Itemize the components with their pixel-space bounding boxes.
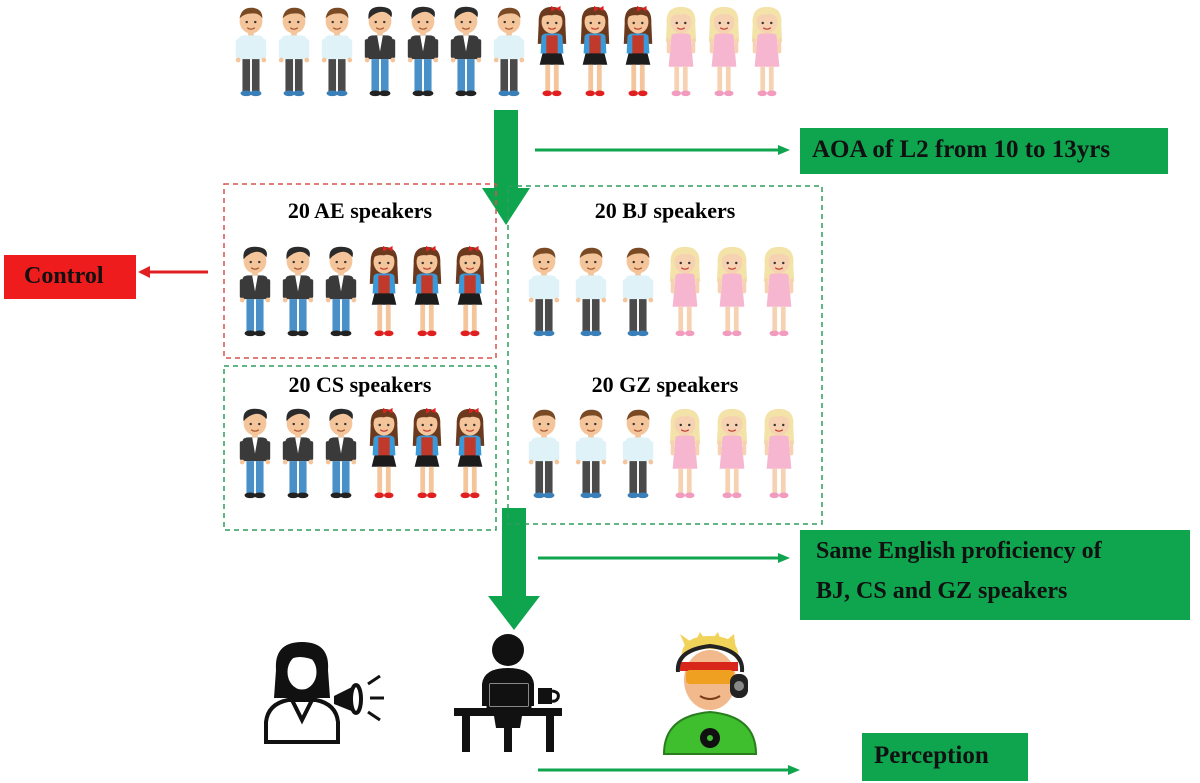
girl-pink-dress-figure (665, 406, 705, 501)
control-label: Control (24, 263, 104, 289)
boy-dark-jacket-figure (361, 4, 399, 99)
aoa-label: AOA of L2 from 10 to 13yrs (812, 136, 1111, 163)
girl-red-dress-figure (451, 244, 489, 339)
boy-blue-shirt-figure (490, 4, 528, 99)
boy-dark-jacket-figure (322, 406, 360, 501)
girl-pink-dress-figure (712, 244, 752, 339)
control-arrow (138, 266, 208, 278)
main-down-arrow-bottom (488, 508, 540, 630)
boy-dark-jacket-figure (279, 406, 317, 501)
gz-group-people (524, 406, 794, 502)
boy-dark-jacket-figure (236, 244, 274, 339)
control-label-box: Control (4, 255, 136, 299)
boy-dark-jacket-figure (447, 4, 485, 99)
girl-pink-dress-figure (665, 244, 705, 339)
aoa-branch-arrow (535, 145, 790, 155)
bj-gz-group-border (507, 185, 823, 525)
aoa-label-box: AOA of L2 from 10 to 13yrs (800, 128, 1168, 174)
proficiency-label-line1: Same English proficiency of (816, 538, 1102, 564)
ae-group-title: 20 AE speakers (287, 198, 433, 223)
ae-group-people (236, 244, 488, 340)
boy-dark-jacket-figure (236, 406, 274, 501)
girl-pink-dress-figure (759, 406, 799, 501)
listener-headphones-icon (662, 632, 758, 755)
girl-red-dress-figure (533, 4, 571, 99)
girl-red-dress-figure (576, 4, 614, 99)
main-down-arrow-top (482, 110, 530, 225)
ae-group-border (223, 183, 497, 359)
top-crowd (232, 4, 792, 100)
bj-group-people (524, 244, 794, 340)
girl-pink-dress-figure (748, 4, 786, 99)
boy-blue-shirt-figure (618, 406, 658, 501)
boy-blue-shirt-figure (275, 4, 313, 99)
boy-blue-shirt-figure (232, 4, 270, 99)
boy-blue-shirt-figure (524, 244, 564, 339)
proficiency-label-line2: BJ, CS and GZ speakers (816, 578, 1068, 604)
girl-red-dress-figure (619, 4, 657, 99)
boy-dark-jacket-figure (322, 244, 360, 339)
girl-pink-dress-figure (712, 406, 752, 501)
gz-group-title: 20 GZ speakers (591, 372, 739, 397)
person-at-computer-icon (454, 634, 562, 752)
perception-label: Perception (874, 742, 989, 769)
cs-group-title: 20 CS speakers (288, 372, 432, 397)
girl-red-dress-figure (408, 406, 446, 501)
girl-red-dress-figure (365, 406, 403, 501)
boy-blue-shirt-figure (571, 244, 611, 339)
boy-dark-jacket-figure (404, 4, 442, 99)
girl-pink-dress-figure (662, 4, 700, 99)
proficiency-label-box: Same English proficiency of BJ, CS and G… (800, 530, 1190, 620)
speaker-announcer-icon (264, 642, 384, 744)
boy-blue-shirt-figure (618, 244, 658, 339)
girl-red-dress-figure (451, 406, 489, 501)
perception-arrow (538, 765, 800, 775)
cs-group-border (223, 365, 497, 531)
girl-pink-dress-figure (759, 244, 799, 339)
boy-blue-shirt-figure (524, 406, 564, 501)
girl-pink-dress-figure (705, 4, 743, 99)
perception-label-box: Perception (862, 733, 1028, 781)
boy-dark-jacket-figure (279, 244, 317, 339)
girl-red-dress-figure (408, 244, 446, 339)
cs-group-people (236, 406, 488, 502)
boy-blue-shirt-figure (318, 4, 356, 99)
boy-blue-shirt-figure (571, 406, 611, 501)
bj-group-title: 20 BJ speakers (594, 198, 736, 223)
proficiency-branch-arrow (538, 553, 790, 563)
girl-red-dress-figure (365, 244, 403, 339)
